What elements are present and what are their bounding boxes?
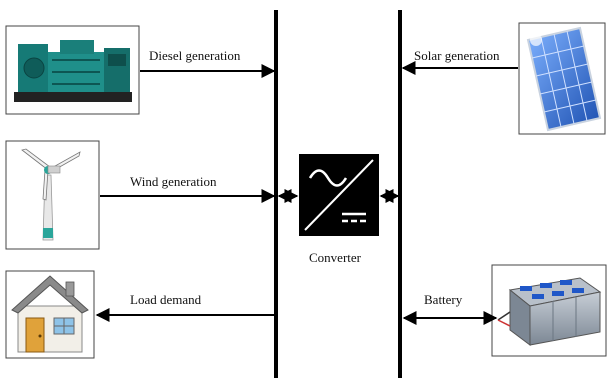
wind-turbine-panel (5, 140, 100, 250)
diesel-generator-icon (14, 40, 132, 102)
diesel-generator-panel (5, 25, 140, 115)
solar-panel-box (518, 22, 606, 135)
converter-block (299, 154, 379, 236)
ac-dc-converter-icon (304, 159, 374, 231)
house-icon (11, 275, 89, 353)
battery-bank-icon (497, 277, 602, 346)
battery-label: Battery (424, 292, 463, 307)
battery-panel (491, 264, 607, 357)
diesel-label: Diesel generation (149, 48, 241, 63)
solar-label: Solar generation (414, 48, 500, 63)
converter-label: Converter (309, 250, 362, 265)
solar-panel-icon (526, 26, 602, 132)
wind-turbine-icon (21, 148, 81, 241)
wind-label: Wind generation (130, 174, 217, 189)
load-label: Load demand (130, 292, 202, 307)
load-demand-panel (5, 270, 95, 359)
